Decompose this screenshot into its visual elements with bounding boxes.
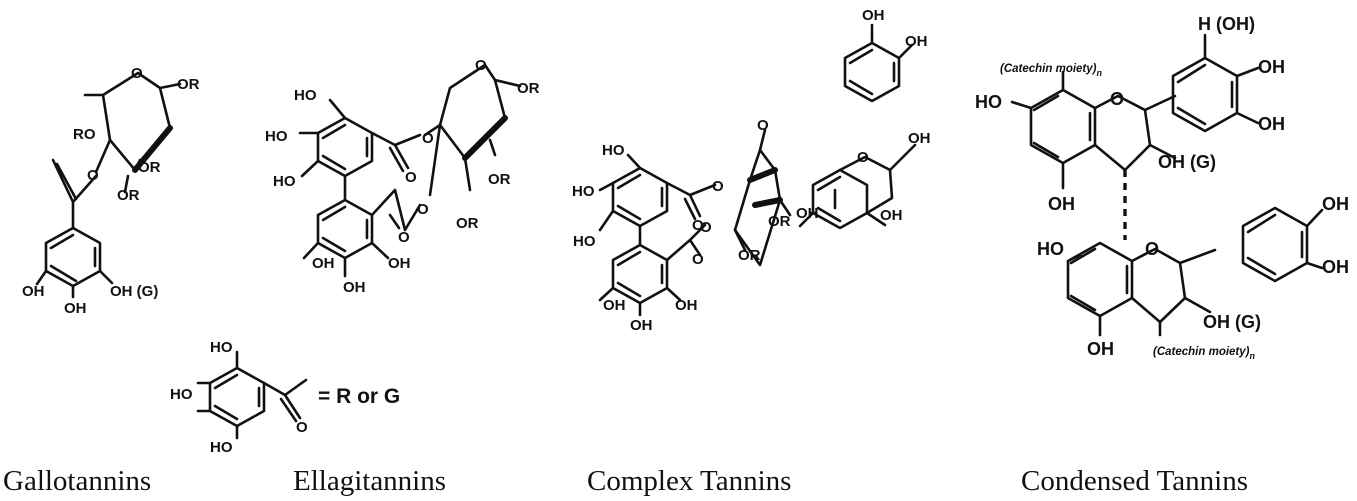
condensed-tannin-structure: H (OH) OH OH O OH (G) HO OH (Catechin mo… <box>975 14 1349 361</box>
oh-label: OH <box>1258 57 1285 77</box>
ring-oxygen-label: O <box>131 65 143 82</box>
oh-label: OH <box>675 297 698 314</box>
oh-label: OH <box>22 283 45 300</box>
complex-tannin-structure: O O O O O OR OR HO HO HO OH OH OH OH OH … <box>572 7 931 334</box>
oh-label: OH <box>64 300 87 317</box>
ellagitannins-caption: Ellagitannins <box>293 465 446 497</box>
oh-label: OH <box>880 207 903 224</box>
carbonyl-oxygen-label: O <box>296 419 308 436</box>
ester-oxygen-label: O <box>417 201 429 218</box>
ring-oxygen-label: O <box>757 117 769 134</box>
oh-label: OH <box>388 255 411 272</box>
oh-label: OH <box>603 297 626 314</box>
ester-oxygen-label: O <box>700 219 712 236</box>
galloyl-legend: HO HO HO O = R or G <box>170 339 400 456</box>
or-label: OR <box>768 213 791 230</box>
ring-oxygen-label: O <box>1110 89 1124 109</box>
condensed-tannins-caption: Condensed Tannins <box>1021 465 1248 497</box>
oh-g-label: OH (G) <box>110 283 158 300</box>
ho-label: HO <box>294 87 317 104</box>
ho-label: HO <box>573 233 596 250</box>
oh-label: OH <box>1322 257 1349 277</box>
oh-label: OH <box>312 255 335 272</box>
ho-label: HO <box>273 173 296 190</box>
oh-g-label: OH (G) <box>1203 312 1261 332</box>
carbonyl-oxygen-label: O <box>405 169 417 186</box>
or-label: OR <box>117 187 140 204</box>
ring-oxygen-label: O <box>1145 239 1159 259</box>
gallotannin-structure: O OR RO OR O OR OH OH OH (G) <box>22 65 200 317</box>
h-oh-label: H (OH) <box>1198 14 1255 34</box>
gallotannins-caption: Gallotannins <box>3 465 151 497</box>
catechin-moiety-label: (Catechin moiety)n <box>1153 346 1256 361</box>
ho-label: HO <box>572 183 595 200</box>
ho-label: HO <box>1037 239 1064 259</box>
oh-label: OH <box>343 279 366 296</box>
oh-label: OH <box>905 33 928 50</box>
or-label: OR <box>456 215 479 232</box>
or-label: OR <box>138 159 161 176</box>
carbonyl-oxygen-label: O <box>692 217 704 234</box>
oh-g-label: OH (G) <box>1158 152 1216 172</box>
catechin-moiety-label: (Catechin moiety)n <box>1000 63 1103 78</box>
carbonyl-oxygen-label: O <box>398 229 410 246</box>
ho-label: HO <box>210 339 233 356</box>
ro-label: RO <box>73 126 96 143</box>
or-label: OR <box>517 80 540 97</box>
r-or-g-legend: = R or G <box>318 385 400 408</box>
ho-label: HO <box>170 386 193 403</box>
oh-label: OH <box>862 7 885 24</box>
ellagitannin-structure: O OR O O O O OR OR HO HO HO OH OH OH <box>265 57 540 296</box>
carbonyl-oxygen-label: O <box>692 251 704 268</box>
oh-label: OH <box>1258 114 1285 134</box>
ester-oxygen-label: O <box>422 130 434 147</box>
ring-oxygen-label: O <box>475 57 487 74</box>
ring-oxygen-label: O <box>857 149 869 166</box>
ester-oxygen-label: O <box>87 167 99 184</box>
oh-label: OH <box>630 317 653 334</box>
ho-label: HO <box>265 128 288 145</box>
ho-label: HO <box>602 142 625 159</box>
ho-label: HO <box>975 92 1002 112</box>
oh-label: OH <box>908 130 931 147</box>
oh-label: OH <box>796 205 819 222</box>
ho-label: HO <box>210 439 233 456</box>
complex-tannins-caption: Complex Tannins <box>587 465 791 497</box>
or-label: OR <box>738 247 761 264</box>
ester-oxygen-label: O <box>712 178 724 195</box>
or-label: OR <box>177 76 200 93</box>
oh-label: OH <box>1322 194 1349 214</box>
oh-label: OH <box>1048 194 1075 214</box>
or-label: OR <box>488 171 511 188</box>
oh-label: OH <box>1087 339 1114 359</box>
